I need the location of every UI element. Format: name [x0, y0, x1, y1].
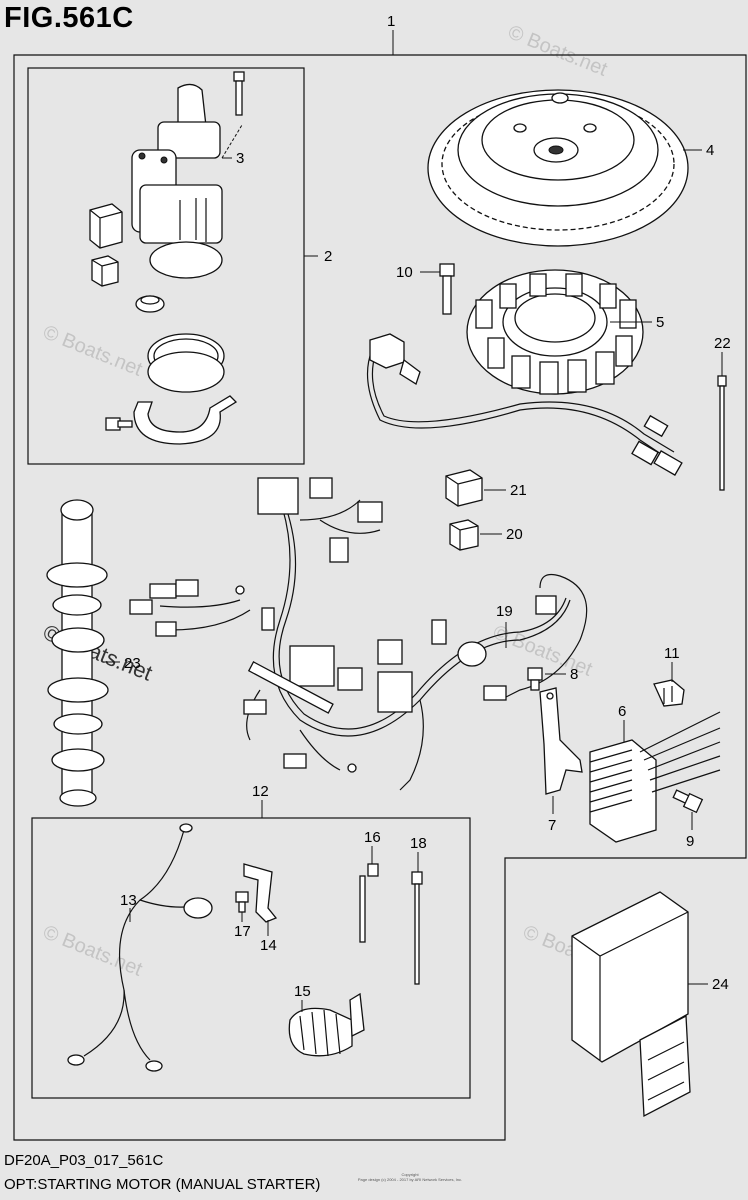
harness-kit-box [31, 817, 471, 1099]
starter-bolt [233, 71, 245, 116]
main-wire-harness [129, 477, 588, 791]
callout-22: 22 [714, 335, 731, 352]
stator [466, 269, 644, 395]
stator-bolt [439, 263, 455, 315]
stator-wire [366, 333, 683, 476]
relay-21 [445, 469, 483, 507]
cable-tie-22 [717, 375, 727, 491]
callout-1: 1 [387, 13, 395, 30]
callout-7: 7 [548, 817, 556, 834]
boot-15 [288, 992, 365, 1057]
battery-cable [67, 823, 213, 1072]
callout-4: 4 [706, 142, 714, 159]
callout-11: 11 [664, 645, 680, 662]
figure-description: OPT:STARTING MOTOR (MANUAL STARTER) [4, 1176, 321, 1193]
bolt-8 [527, 667, 543, 691]
cable-tie-16 [359, 863, 379, 943]
starter-motor [131, 83, 223, 279]
relay-20 [449, 519, 479, 551]
flywheel-rotor [427, 89, 689, 247]
callout-2: 2 [324, 248, 332, 265]
callout-3: 3 [236, 150, 244, 167]
callout-9: 9 [686, 833, 694, 850]
callout-23: 23 [124, 655, 141, 672]
starter-band [147, 333, 225, 393]
clip-11 [653, 679, 685, 707]
callout-19: 19 [496, 603, 513, 620]
callout-18: 18 [410, 835, 427, 852]
cable-tie-18 [411, 871, 423, 985]
callout-20: 20 [506, 526, 523, 543]
callout-17: 17 [234, 923, 251, 940]
callout-15: 15 [294, 983, 311, 1000]
starter-motor-box [27, 67, 305, 465]
callout-16: 16 [364, 829, 381, 846]
callout-12: 12 [252, 783, 269, 800]
figure-title: FIG.561C [4, 2, 134, 34]
rectifier-regulator [589, 711, 721, 843]
starter-cap [135, 295, 165, 313]
starter-relay-small [91, 255, 119, 287]
callout-6: 6 [618, 703, 626, 720]
figure-code: DF20A_P03_017_561C [4, 1152, 164, 1169]
regulator-bracket [539, 687, 583, 795]
callout-14: 14 [260, 937, 277, 954]
callout-5: 5 [656, 314, 664, 331]
callout-21: 21 [510, 482, 527, 499]
callout-8: 8 [570, 666, 578, 683]
bolt-17 [235, 891, 249, 913]
callout-24: 24 [712, 976, 729, 993]
bolt-9 [672, 789, 704, 814]
callout-13: 13 [120, 892, 137, 909]
starter-bracket [105, 395, 238, 445]
starter-relay-large [89, 203, 123, 249]
callout-10: 10 [396, 264, 413, 281]
ecu-module [571, 891, 691, 1118]
camshaft [46, 499, 109, 807]
bracket-14 [243, 863, 278, 923]
copyright-note: Copyright Page design (c) 2004 - 2017 by… [357, 1172, 463, 1182]
assembly-border [13, 54, 747, 1141]
